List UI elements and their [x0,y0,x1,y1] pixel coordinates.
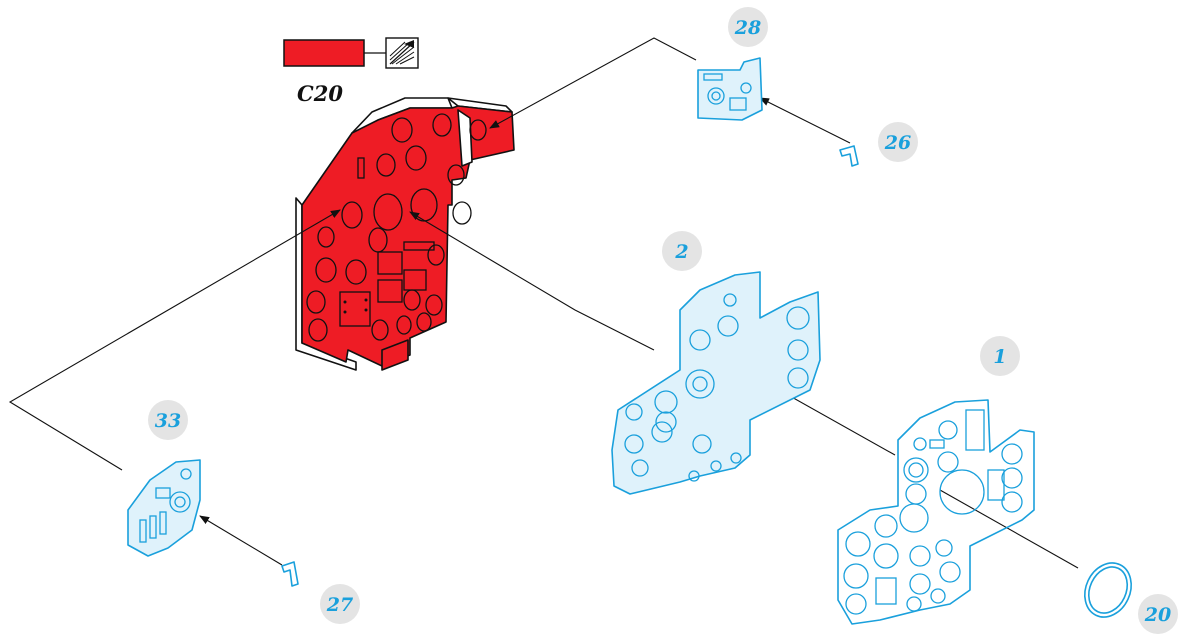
paint-code-label: C20 [297,81,343,106]
clear-panel-part-33 [127,459,201,557]
part-number-26: 26 [884,132,911,154]
clear-lever-part-26 [839,145,859,167]
clear-panel-part-28 [697,57,763,121]
part-number-28: 28 [734,17,761,39]
part-badge-1: 1 [980,336,1020,376]
clear-panel-part-2 [611,271,821,495]
part-badge-28: 28 [728,7,768,47]
part-number-20: 20 [1144,604,1171,626]
clear-lever-part-27 [281,561,299,587]
airbrush-hatch-icon [385,37,419,69]
part-number-33: 33 [155,410,181,432]
part-badge-2: 2 [662,231,702,271]
part-badge-20: 20 [1138,594,1178,634]
assembly-leader-lines [8,37,1079,569]
panel-2-dials [624,293,810,482]
part-number-27: 27 [326,594,353,616]
paint-callout: C20 [283,37,419,106]
clear-ring-part-20 [1084,562,1132,618]
paint-swatch [283,39,365,67]
red-instrument-panel [295,97,515,371]
part-badge-26: 26 [878,122,918,162]
part-badge-33: 33 [148,400,188,440]
clear-panel-part-1 [837,399,1035,625]
part-badge-27: 27 [320,584,360,624]
panel-1-dials [843,409,1023,615]
part-number-2: 2 [674,241,688,263]
panel-gauge-holes [306,113,487,342]
part-number-1: 1 [993,346,1006,368]
